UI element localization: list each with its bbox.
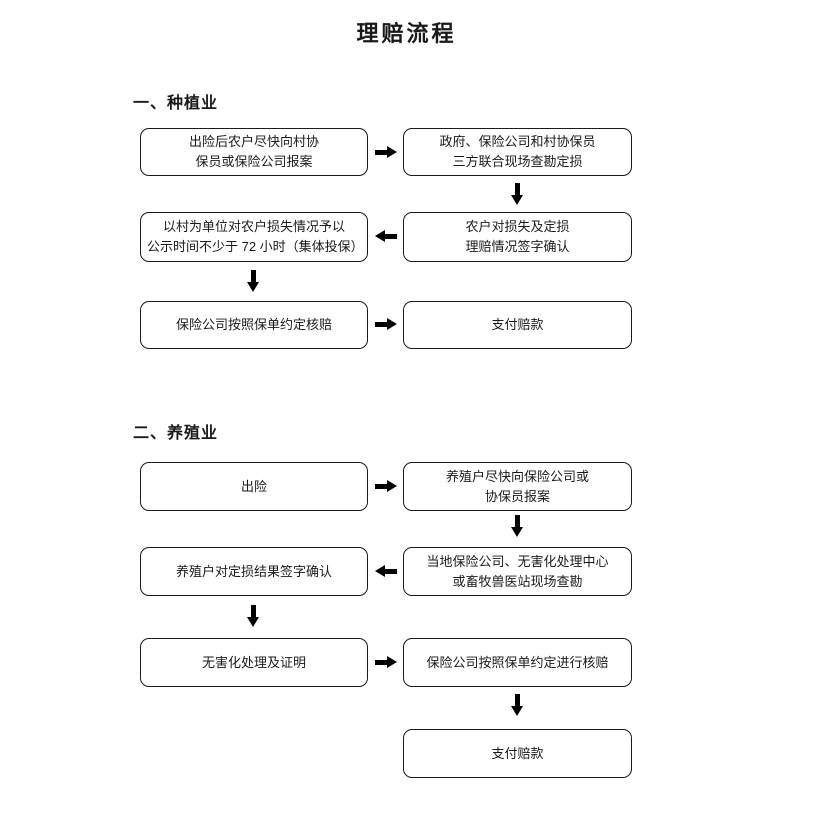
arrow-left-icon	[375, 230, 397, 243]
flow-node-breeder-report: 养殖户尽快向保险公司或 协保员报案	[403, 462, 632, 511]
flow-node-report-claim: 出险后农户尽快向村协 保员或保险公司报案	[140, 128, 368, 176]
flow-node-pay-compensation-1: 支付赔款	[403, 301, 632, 349]
flow-node-insurer-verify-2: 保险公司按照保单约定进行核赔	[403, 638, 632, 687]
flow-node-pay-compensation-2: 支付赔款	[403, 729, 632, 778]
section-heading-livestock: 二、养殖业	[133, 425, 219, 442]
flow-node-incident: 出险	[140, 462, 368, 511]
arrow-down-icon	[247, 605, 260, 627]
arrow-down-icon	[511, 694, 524, 716]
flow-node-breeder-sign-confirm: 养殖户对定损结果签字确认	[140, 547, 368, 596]
arrow-down-icon	[511, 515, 524, 537]
arrow-left-icon	[375, 565, 397, 578]
arrow-down-icon	[247, 270, 260, 292]
flow-node-farmer-sign-confirm: 农户对损失及定损 理赔情况签字确认	[403, 212, 632, 262]
arrow-right-icon	[375, 480, 397, 493]
flow-node-harmless-disposal: 无害化处理及证明	[140, 638, 368, 687]
flow-node-joint-survey: 政府、保险公司和村协保员 三方联合现场查勘定损	[403, 128, 632, 176]
flow-node-village-publicity: 以村为单位对农户损失情况予以 公示时间不少于 72 小时（集体投保）	[140, 212, 368, 262]
flow-node-onsite-survey: 当地保险公司、无害化处理中心 或畜牧兽医站现场查勘	[403, 547, 632, 596]
flow-node-insurer-verify: 保险公司按照保单约定核赔	[140, 301, 368, 349]
page-title: 理赔流程	[356, 21, 457, 46]
section-heading-planting: 一、种植业	[133, 95, 219, 112]
arrow-right-icon	[375, 318, 397, 331]
arrow-right-icon	[375, 146, 397, 159]
arrow-right-icon	[375, 656, 397, 669]
arrow-down-icon	[511, 183, 524, 205]
